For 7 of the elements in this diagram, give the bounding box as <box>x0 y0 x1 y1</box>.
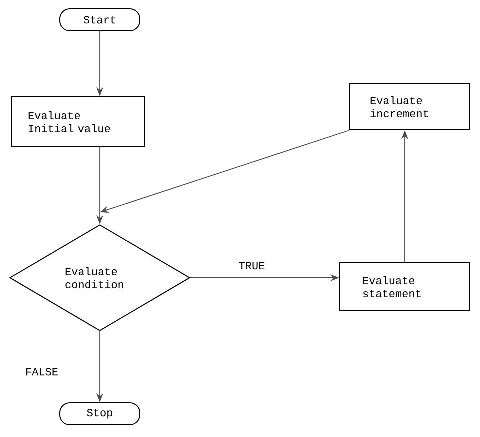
terminal-box: Stop <box>60 402 140 426</box>
edge-label: TRUE <box>238 261 266 271</box>
process-box: Evaluate statement <box>340 262 470 312</box>
terminal-box: Start <box>60 8 140 32</box>
process-box: Evaluate Initial value <box>11 96 145 148</box>
edge-label: FALSE <box>24 367 60 377</box>
process-box: Evaluate increment <box>350 84 470 130</box>
